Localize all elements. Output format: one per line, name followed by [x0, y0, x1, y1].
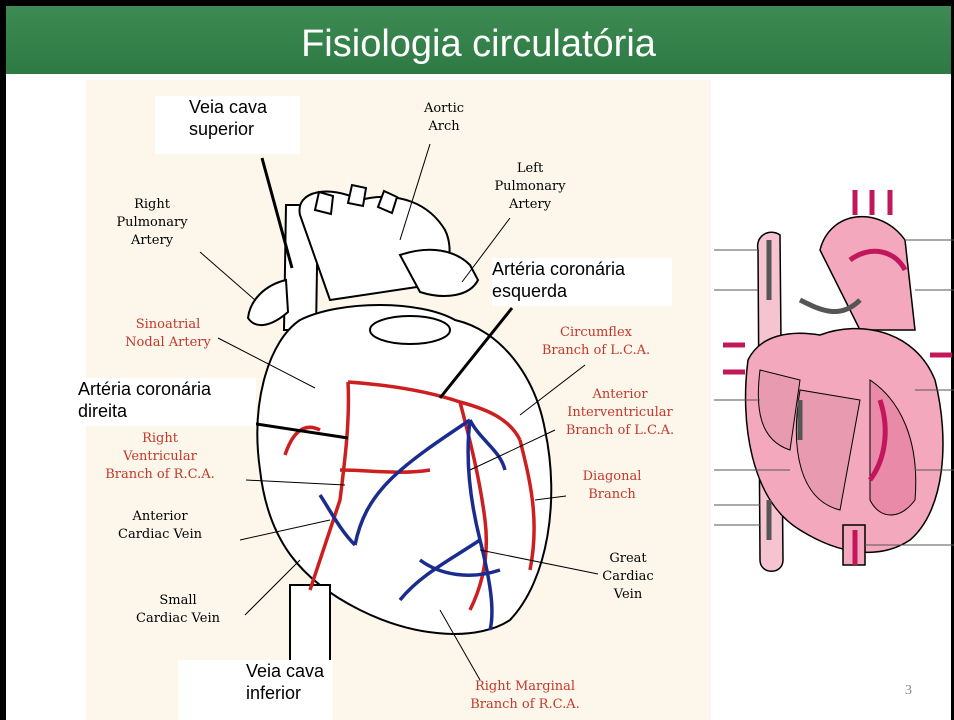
label-circumflex-1: Circumflex: [560, 325, 633, 340]
label-anterior-interventricular-3: Branch of L.C.A.: [566, 423, 674, 438]
label-right-pulmonary-1: Right: [134, 197, 171, 212]
label-arteria-coronaria-esquerda-line1: Artéria coronária: [492, 258, 672, 280]
label-anterior-cardiac-1: Anterior: [131, 509, 188, 524]
label-anterior-cardiac-2: Cardiac Vein: [118, 527, 203, 542]
blood-flow-heart-drawing: [714, 190, 954, 571]
label-left-pulmonary-1: Left: [517, 161, 544, 176]
label-arteria-coronaria-direita-line1: Artéria coronária: [78, 378, 256, 400]
label-great-cardiac-1: Great: [609, 551, 647, 566]
label-aortic-arch-2: Arch: [427, 119, 460, 134]
label-right-marginal-1: Right Marginal: [475, 679, 575, 694]
label-diagonal-1: Diagonal: [583, 469, 642, 484]
label-veia-cava-superior: Veia cava superior: [155, 96, 300, 154]
label-great-cardiac-2: Cardiac: [602, 569, 653, 584]
inferior-vena-cava-shape: [290, 585, 330, 669]
label-veia-cava-inferior: Veia cava inferior: [178, 660, 333, 720]
label-right-ventricular-2: Ventricular: [122, 449, 197, 464]
page-number: 3: [905, 683, 912, 699]
label-veia-cava-inferior-line2: inferior: [246, 682, 333, 704]
label-aortic-arch: Aortic: [423, 101, 464, 116]
label-veia-cava-superior-line1: Veia cava: [189, 96, 300, 118]
label-right-pulmonary-3: Artery: [130, 233, 174, 248]
label-sinoatrial-1: Sinoatrial: [136, 317, 201, 332]
label-veia-cava-superior-line2: superior: [189, 118, 300, 140]
label-right-ventricular-3: Branch of R.C.A.: [105, 467, 215, 482]
label-great-cardiac-3: Vein: [613, 587, 643, 602]
label-left-pulmonary-2: Pulmonary: [494, 179, 566, 194]
label-right-marginal-2: Branch of R.C.A.: [470, 697, 580, 712]
label-circumflex-2: Branch of L.C.A.: [542, 343, 650, 358]
label-anterior-interventricular-2: Interventricular: [567, 405, 673, 420]
label-right-ventricular-1: Right: [142, 431, 179, 446]
label-sinoatrial-2: Nodal Artery: [125, 335, 211, 350]
label-arteria-coronaria-direita: Artéria coronária direita: [78, 378, 256, 426]
label-right-pulmonary-2: Pulmonary: [116, 215, 188, 230]
label-arteria-coronaria-direita-line2: direita: [78, 400, 256, 422]
label-small-cardiac-2: Cardiac Vein: [136, 611, 221, 626]
label-anterior-interventricular-1: Anterior: [591, 387, 648, 402]
label-small-cardiac-1: Small: [159, 593, 196, 608]
label-left-pulmonary-3: Artery: [508, 197, 552, 212]
label-arteria-coronaria-esquerda-line2: esquerda: [492, 280, 672, 302]
label-veia-cava-inferior-line1: Veia cava: [246, 660, 333, 682]
label-arteria-coronaria-esquerda: Artéria coronária esquerda: [492, 258, 672, 306]
label-diagonal-2: Branch: [588, 487, 636, 502]
pulmonary-trunk-ring: [370, 316, 450, 344]
